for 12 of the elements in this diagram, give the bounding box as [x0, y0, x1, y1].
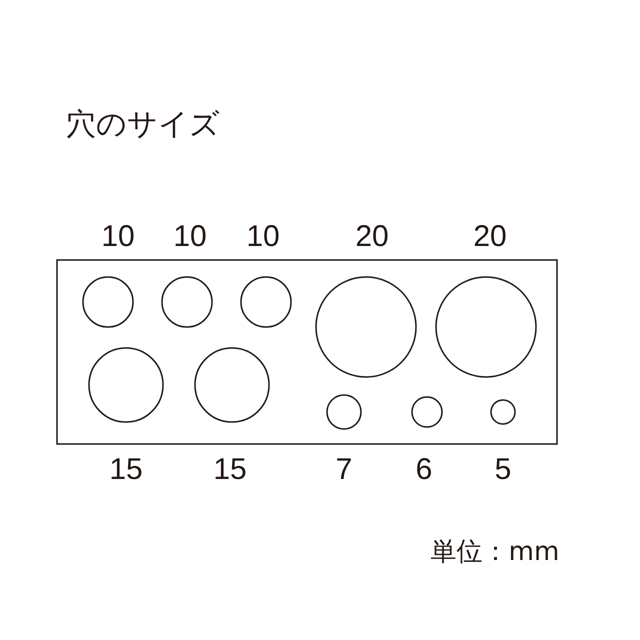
dimension-label: 6 [416, 455, 432, 485]
dimension-label: 20 [355, 222, 389, 252]
dimension-label: 20 [473, 222, 507, 252]
dimension-label: 5 [494, 455, 512, 485]
title: 穴のサイズ [66, 110, 220, 140]
dimension-label: 10 [246, 222, 280, 252]
dimension-label: 10 [173, 222, 207, 252]
dimension-label: 15 [213, 455, 247, 485]
unit-note: 単位：mm [430, 539, 560, 565]
dimension-label: 15 [109, 455, 143, 485]
dimension-label: 10 [101, 222, 135, 252]
dimension-label: 7 [336, 455, 352, 485]
